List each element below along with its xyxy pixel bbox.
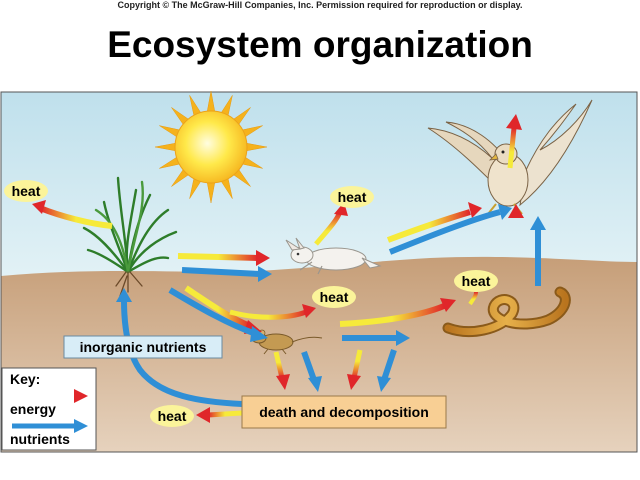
energy-arrow-decomp-heat bbox=[196, 407, 243, 423]
energy-arrow-snake-decomp bbox=[347, 349, 363, 390]
energy-arrow-mouse-decomp bbox=[273, 351, 290, 390]
energy-arrow-mouse-heat bbox=[229, 304, 316, 320]
legend-title: Key: bbox=[10, 371, 40, 387]
legend-key: Key: energy nutrients bbox=[1, 367, 97, 451]
rabbit-icon bbox=[285, 237, 382, 275]
svg-text:inorganic nutrients: inorganic nutrients bbox=[80, 339, 207, 355]
energy-arrow-rabbit-hawk bbox=[386, 202, 482, 243]
energy-arrow-plant-heat bbox=[32, 200, 113, 229]
legend-energy-label: energy bbox=[10, 401, 56, 417]
svg-text:heat: heat bbox=[12, 183, 41, 199]
energy-arrow-hawk-heat bbox=[506, 114, 522, 169]
nutrient-arrow-mouse-decomp bbox=[301, 350, 317, 382]
energy-arrow-snake-heat bbox=[468, 291, 478, 306]
nutrient-arrowheads bbox=[116, 204, 546, 392]
soil-background bbox=[1, 256, 637, 452]
grass-plant-icon bbox=[82, 176, 178, 297]
svg-text:heat: heat bbox=[158, 408, 187, 424]
inorganic-nutrients-box: inorganic nutrients bbox=[63, 335, 223, 359]
svg-text:heat: heat bbox=[338, 189, 367, 205]
energy-arrow-mouse-snake bbox=[339, 298, 456, 327]
heat-label-rabbit: heat bbox=[330, 186, 374, 208]
legend-energy-arrow bbox=[12, 389, 88, 403]
heat-label-mouse: heat bbox=[312, 286, 356, 308]
nutrient-arrow-plant-rabbit bbox=[181, 267, 261, 277]
death-decomposition-box: death and decomposition bbox=[241, 395, 447, 429]
nutrient-arrows bbox=[121, 209, 541, 407]
snake-icon bbox=[442, 286, 571, 337]
nutrient-arrow-snake-decomp bbox=[381, 349, 397, 381]
nutrient-arrow-plant-mouse bbox=[168, 287, 258, 337]
legend-nutrients-label: nutrients bbox=[10, 431, 70, 447]
heat-label-left: heat bbox=[4, 180, 48, 202]
energy-arrow-plant-rabbit bbox=[177, 250, 270, 266]
svg-text:heat: heat bbox=[462, 273, 491, 289]
heat-label-decomp: heat bbox=[150, 405, 194, 427]
scene-frame bbox=[0, 91, 638, 453]
svg-text:death and decomposition: death and decomposition bbox=[259, 404, 429, 420]
nutrient-arrow-rabbit-hawk bbox=[388, 209, 501, 255]
nutrient-arrow-decomp-plant bbox=[121, 299, 243, 407]
sun-icon bbox=[154, 90, 268, 204]
page-title: Ecosystem organization bbox=[107, 24, 533, 65]
copyright-notice: Copyright © The McGraw-Hill Companies, I… bbox=[117, 0, 523, 10]
hawk-icon bbox=[427, 99, 593, 217]
legend-nutrients-arrow bbox=[12, 419, 88, 433]
svg-text:heat: heat bbox=[320, 289, 349, 305]
heat-label-snake: heat bbox=[454, 270, 498, 292]
energy-arrow-snake-hawk bbox=[508, 204, 524, 286]
